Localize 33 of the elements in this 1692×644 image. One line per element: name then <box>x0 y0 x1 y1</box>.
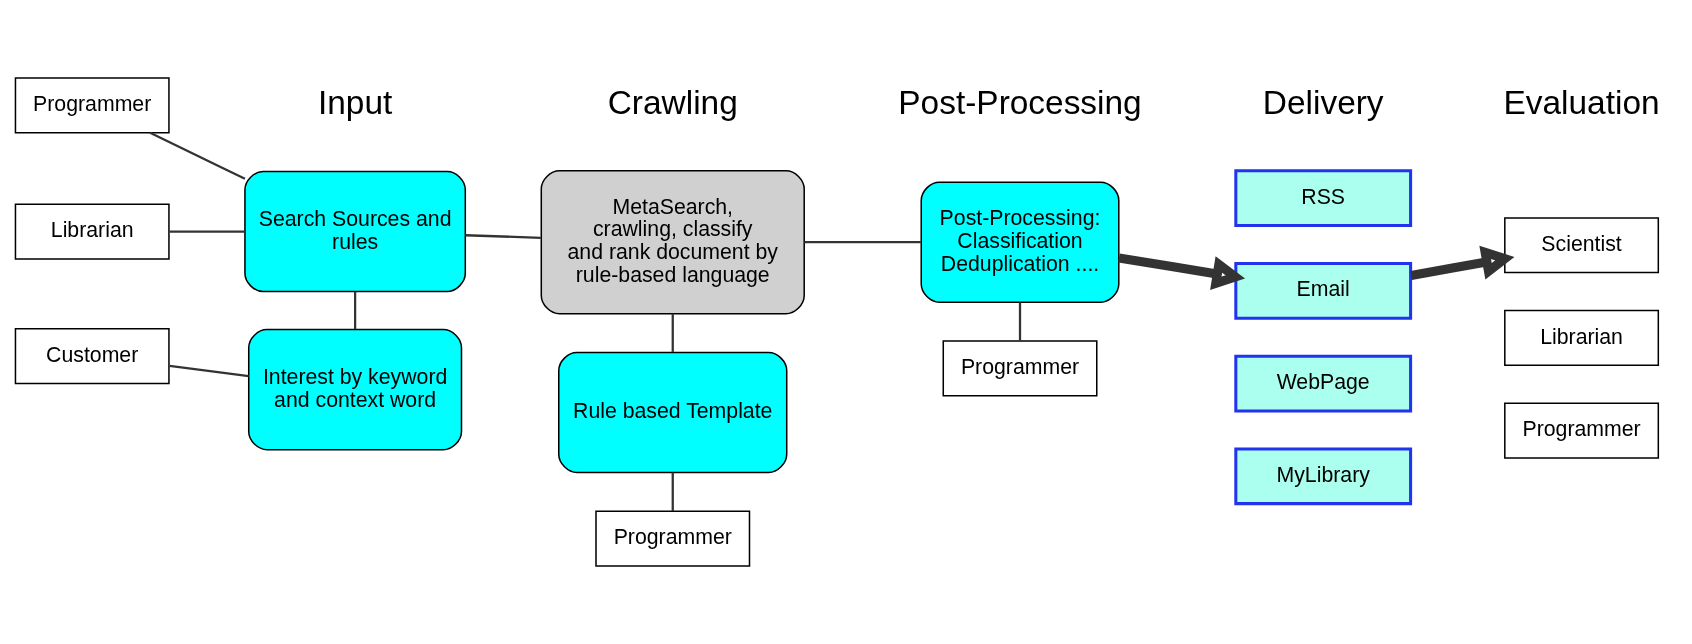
connector <box>671 472 674 511</box>
label: Input <box>317 83 393 121</box>
node-box: Programmer <box>942 340 1098 397</box>
label: Evaluation <box>1503 83 1660 121</box>
node-box: RSS <box>1234 169 1413 227</box>
node-box: Customer <box>14 328 170 385</box>
arrow <box>1410 245 1515 280</box>
node-box: Post-Processing: Classification Deduplication .... <box>920 181 1120 303</box>
node-box: Email <box>1234 261 1413 320</box>
node-box: MyLibrary <box>1234 447 1413 506</box>
connector <box>169 230 245 233</box>
node-box: Search Sources and rules <box>244 170 467 293</box>
label: Crawling <box>607 83 738 121</box>
connector <box>671 313 674 352</box>
node-box: MetaSearch, crawling, classify and rank document by rule-based language <box>540 170 805 315</box>
connector <box>169 364 249 378</box>
connector <box>354 291 357 330</box>
arrow <box>1118 253 1246 291</box>
node-box: Programmer <box>14 77 170 134</box>
node-box: Scientist <box>1504 217 1660 274</box>
node-box: Librarian <box>14 203 170 260</box>
node-box: Programmer <box>595 510 751 567</box>
node-box: Rule based Template <box>558 351 788 474</box>
node-box: WebPage <box>1234 354 1413 413</box>
node-box: Librarian <box>1504 309 1660 367</box>
connector <box>149 131 246 180</box>
label: Delivery <box>1262 83 1384 121</box>
connector <box>465 234 541 239</box>
node-box: Interest by keyword and context word <box>248 328 463 451</box>
connector <box>804 241 921 244</box>
label: Post-Processing <box>898 83 1142 121</box>
connector <box>1018 302 1022 341</box>
node-box: Programmer <box>1504 402 1660 459</box>
